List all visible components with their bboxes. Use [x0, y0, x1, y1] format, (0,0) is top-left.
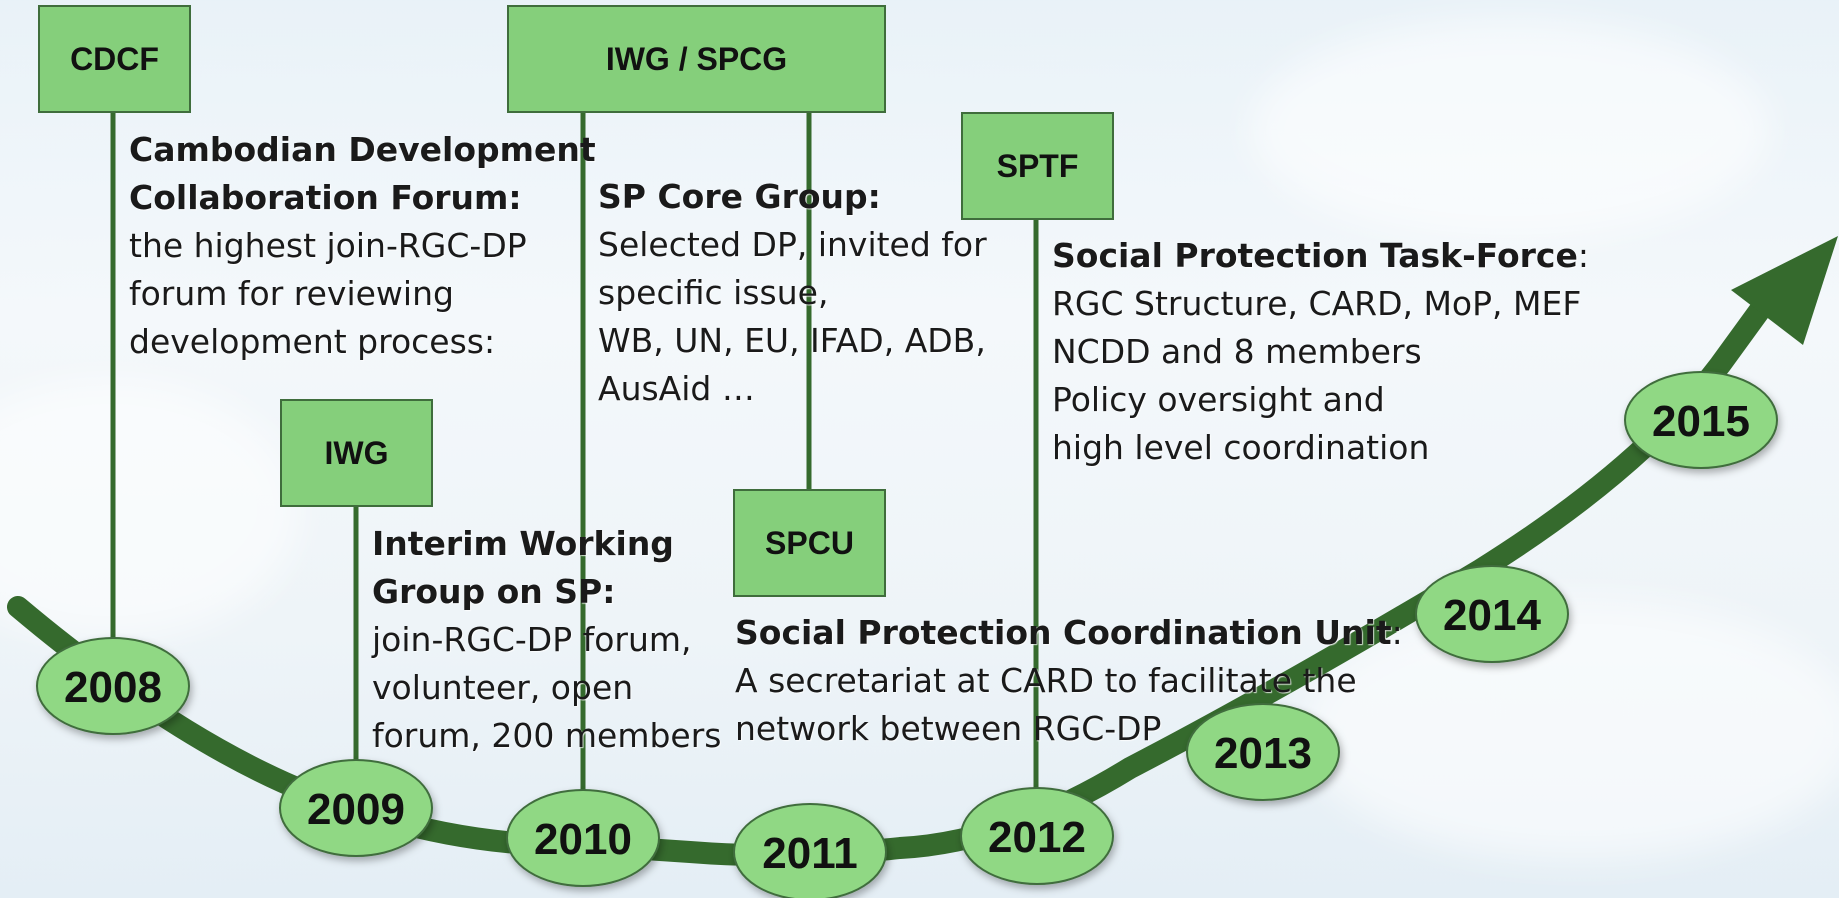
description-line: RGC Structure, CARD, MoP, MEF [1052, 284, 1582, 323]
year-label: 2011 [762, 829, 857, 878]
box-label: IWG / SPCG [605, 40, 788, 77]
year-node: 2015 [1624, 371, 1778, 469]
description-line: specific issue, [598, 273, 829, 312]
description-line: Policy oversight and [1052, 380, 1385, 419]
description-title: Social Protection Coordination Unit [735, 613, 1392, 652]
year-ellipse [1624, 371, 1778, 469]
cdcf-description: Cambodian Development Collaboration Foru… [129, 126, 596, 366]
year-ellipse [1186, 703, 1340, 801]
year-label: 2008 [64, 663, 162, 712]
year-node: 2011 [733, 803, 887, 898]
year-node: 2009 [279, 759, 433, 857]
description-title-line: Social Protection Coordination Unit: [735, 609, 1403, 657]
box-label: SPCU [765, 524, 854, 561]
description-line: development process: [129, 322, 496, 361]
spcu-description: Social Protection Coordination Unit: A s… [735, 609, 1403, 753]
timeline-arrowhead [1731, 236, 1838, 345]
year-node: 2012 [960, 787, 1114, 885]
year-label: 2014 [1443, 591, 1541, 640]
year-ellipse [733, 803, 887, 898]
year-ellipse [1415, 565, 1569, 663]
sp-core-group-description: SP Core Group: Selected DP, invited for … [598, 173, 987, 413]
year-ellipse [960, 787, 1114, 885]
description-title: Group on SP: [372, 572, 616, 611]
iwg-box: IWG [280, 399, 433, 507]
description-line: the highest join-RGC-DP [129, 226, 527, 265]
background-cloud [1300, 600, 1839, 860]
description-line: volunteer, open [372, 668, 634, 707]
description-line: A secretariat at CARD to facilitate the [735, 661, 1357, 700]
connector-lines [110, 113, 1039, 790]
iwg-spcg-box: IWG / SPCG [507, 5, 886, 113]
description-title: Interim Working [372, 524, 674, 563]
year-label: 2015 [1652, 397, 1750, 446]
year-ellipse [279, 759, 433, 857]
spcu-box: SPCU [733, 489, 886, 597]
description-line: forum for reviewing [129, 274, 454, 313]
sptf-description: Social Protection Task-Force: RGC Struct… [1052, 232, 1589, 472]
year-ellipse [506, 789, 660, 887]
year-label: 2010 [534, 815, 632, 864]
year-nodes: 2008 2009 2010 2011 2012 2013 2014 2015 [36, 371, 1778, 898]
title-colon: : [1391, 613, 1403, 652]
description-title: Cambodian Development [129, 130, 596, 169]
description-line: network between RGC-DP [735, 709, 1162, 748]
background-cloud [0, 380, 300, 640]
description-line: forum, 200 members [372, 716, 722, 755]
box-label: CDCF [70, 40, 159, 77]
description-title: Collaboration Forum: [129, 178, 522, 217]
sptf-box: SPTF [961, 112, 1114, 220]
cdcf-box: CDCF [38, 5, 191, 113]
year-ellipse [36, 637, 190, 735]
year-node: 2013 [1186, 703, 1340, 801]
description-line: NCDD and 8 members [1052, 332, 1422, 371]
description-title: Social Protection Task-Force [1052, 236, 1578, 275]
title-colon: : [1577, 236, 1589, 275]
description-line: join-RGC-DP forum, [372, 620, 692, 659]
year-node: 2014 [1415, 565, 1569, 663]
description-line: high level coordination [1052, 428, 1430, 467]
year-label: 2009 [307, 785, 405, 834]
box-label: IWG [324, 434, 389, 471]
description-line: WB, UN, EU, IFAD, ADB, [598, 321, 986, 360]
iwg-description: Interim Working Group on SP: join-RGC-DP… [372, 520, 722, 760]
description-title-line: Social Protection Task-Force: [1052, 232, 1589, 280]
description-line: Selected DP, invited for [598, 225, 987, 264]
background-cloud [1250, 20, 1770, 240]
box-label: SPTF [996, 147, 1079, 184]
description-title: SP Core Group: [598, 177, 881, 216]
year-label: 2013 [1214, 729, 1312, 778]
year-node: 2008 [36, 637, 190, 735]
year-label: 2012 [988, 813, 1086, 862]
description-line: AusAid … [598, 369, 755, 408]
year-node: 2010 [506, 789, 660, 887]
